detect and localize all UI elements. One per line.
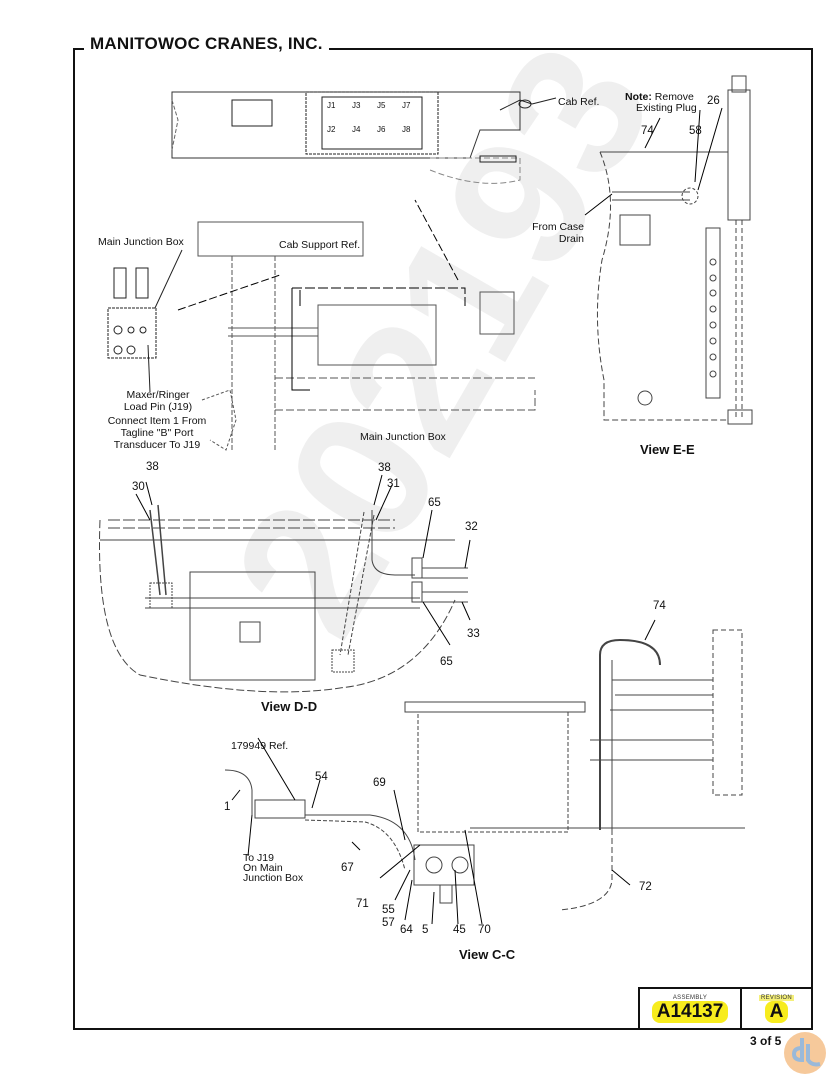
to-j19-label-1: To J19 (243, 852, 274, 864)
ref-179949-label: 179949 Ref. (231, 740, 289, 752)
callout-57: 57 (382, 917, 395, 929)
assembly-caption: ASSEMBLY (672, 994, 708, 1001)
callout-72: 72 (639, 881, 652, 893)
callout-74-cc: 74 (653, 600, 666, 612)
title-block: ASSEMBLY A14137 REVISION A (638, 987, 813, 1030)
callout-58: 58 (689, 125, 702, 137)
cab-ref-label: Cab Ref. (558, 96, 600, 108)
connector-j8: J8 (402, 125, 411, 134)
callout-31: 31 (387, 478, 400, 490)
view-ee-drawing (584, 75, 753, 425)
callout-33: 33 (467, 628, 480, 640)
top-cab-view (171, 91, 557, 184)
view-cc-drawing (224, 619, 745, 925)
callout-30: 30 (132, 481, 145, 493)
company-name: MANITOWOC CRANES, INC. (84, 34, 329, 54)
drawing-frame (73, 48, 813, 1030)
note-text-2: Existing Plug (636, 102, 697, 114)
connect-item-label-2: Tagline "B" Port (120, 427, 194, 439)
connector-j1: J1 (327, 101, 336, 110)
connect-item-label-1: Connect Item 1 From (107, 415, 207, 427)
connector-j7: J7 (402, 101, 411, 110)
manifold-ports (709, 258, 717, 378)
callout-32: 32 (465, 521, 478, 533)
revision-cell: REVISION A (742, 989, 811, 1028)
callout-55: 55 (382, 904, 395, 916)
callout-38-left: 38 (146, 461, 159, 473)
callout-45: 45 (453, 924, 466, 936)
view-cc-title: View C-C (459, 947, 516, 962)
assembly-cell: ASSEMBLY A14137 (640, 989, 742, 1028)
callout-5: 5 (422, 924, 429, 936)
note-text-1: Remove (654, 91, 694, 103)
from-case-drain-2: Drain (558, 233, 584, 245)
connector-j4: J4 (352, 125, 361, 134)
connect-item-label-3: Transducer To J19 (113, 439, 201, 451)
revision-caption: REVISION (758, 994, 795, 1001)
view-dd-title: View D-D (261, 699, 318, 714)
note-label: Note: Remove (625, 91, 694, 103)
view-dd-drawing (99, 474, 471, 693)
cab-support-structure (177, 199, 536, 451)
page-indicator: 3 of 5 (750, 1034, 782, 1048)
main-junction-box-label-bottom: Main Junction Box (360, 431, 446, 443)
callout-67: 67 (341, 862, 354, 874)
to-j19-label-2: On Main (243, 862, 283, 874)
view-ee-title: View E-E (640, 442, 695, 457)
callout-1: 1 (224, 801, 231, 813)
site-logo-icon (784, 1032, 826, 1074)
assembly-number: A14137 (651, 1000, 729, 1023)
note-bold: Note: (625, 91, 652, 103)
from-case-drain-1: From Case (532, 221, 584, 233)
connector-j2: J2 (327, 125, 336, 134)
left-junction-box (107, 249, 183, 393)
callout-38-right: 38 (378, 462, 391, 474)
cab-support-ref-label: Cab Support Ref. (279, 239, 361, 251)
callout-54: 54 (315, 771, 328, 783)
to-j19-label-3: Junction Box (243, 872, 304, 884)
callout-71: 71 (356, 898, 369, 910)
connector-j5: J5 (377, 101, 386, 110)
callout-65-bottom: 65 (440, 656, 453, 668)
callout-69: 69 (373, 777, 386, 789)
connector-j3: J3 (352, 101, 361, 110)
callout-64: 64 (400, 924, 413, 936)
maxer-ringer-label-1: Maxer/Ringer (126, 389, 190, 401)
callout-26: 26 (707, 95, 720, 107)
maxer-ringer-label-2: Load Pin (J19) (123, 401, 193, 413)
callout-70: 70 (478, 924, 491, 936)
revision-value: A (764, 1000, 789, 1023)
callout-74-ee: 74 (641, 125, 654, 137)
callout-65-top: 65 (428, 497, 441, 509)
connector-j6: J6 (377, 125, 386, 134)
main-junction-box-label-top: Main Junction Box (98, 236, 184, 248)
